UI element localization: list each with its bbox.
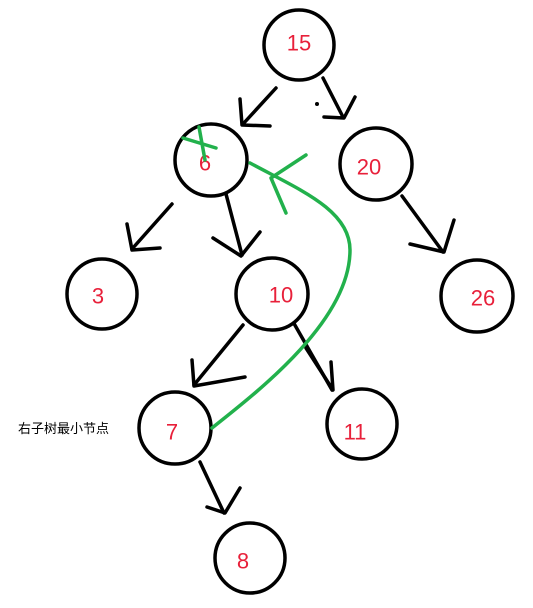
node-8-label: 8 <box>237 549 249 574</box>
node-10-label: 10 <box>269 283 293 308</box>
node-15: 15 <box>262 8 336 82</box>
edge-15-20 <box>315 76 357 120</box>
node-11-label: 11 <box>344 420 367 445</box>
edge-6-10 <box>211 192 262 258</box>
node-7: 7 <box>137 390 213 466</box>
node-10: 10 <box>234 256 310 332</box>
edge-7-8 <box>198 460 242 515</box>
node-26: 26 <box>439 258 515 334</box>
edge-15-6 <box>238 86 278 128</box>
annotation-label: 右子树最小节点 <box>18 421 109 436</box>
delete-cross-mark <box>181 125 218 162</box>
replacement-arrowhead <box>269 153 308 215</box>
tree-nodes: 15 6 20 3 10 26 7 11 <box>65 8 515 595</box>
node-7-label: 7 <box>166 420 178 445</box>
node-11: 11 <box>325 387 399 461</box>
edge-10-7 <box>190 323 247 388</box>
edge-6-3 <box>125 202 174 252</box>
node-3-label: 3 <box>92 284 104 309</box>
edge-10-11 <box>290 318 335 392</box>
replacement-path <box>181 125 352 430</box>
node-6-label: 6 <box>199 151 211 176</box>
node-6: 6 <box>173 122 249 198</box>
replacement-curve <box>210 161 352 430</box>
node-3: 3 <box>65 257 139 331</box>
node-20: 20 <box>338 126 414 202</box>
node-26-label: 26 <box>471 286 495 311</box>
node-15-label: 15 <box>287 31 311 56</box>
node-8: 8 <box>213 521 287 595</box>
edge-20-26 <box>400 194 456 254</box>
node-20-label: 20 <box>357 155 381 180</box>
tree-edges <box>125 76 456 515</box>
